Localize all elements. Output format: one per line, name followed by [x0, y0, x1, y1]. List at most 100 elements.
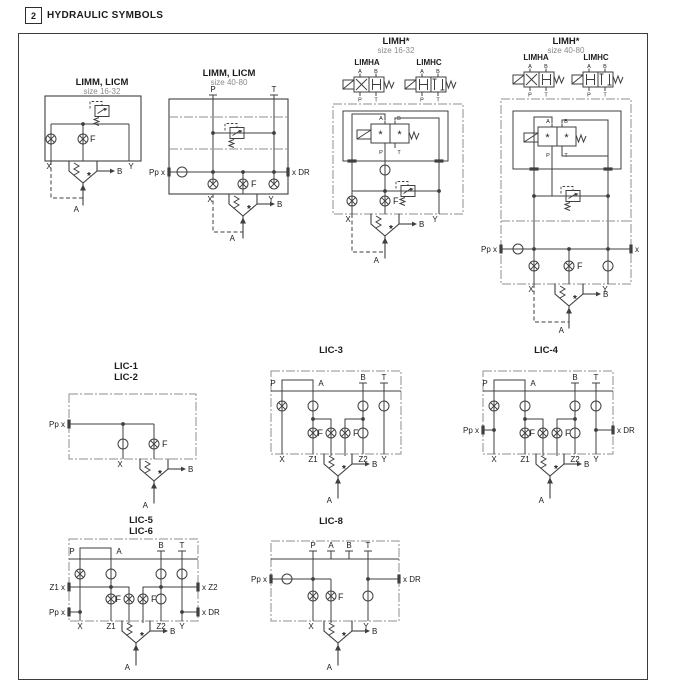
diagram-lic-1-2: LIC-1 LIC-2 Pp x F X B A	[49, 361, 197, 510]
port-label-p: P	[310, 541, 315, 550]
port-label-z1: Z1	[520, 455, 530, 464]
pilot-valve-icon	[523, 118, 587, 160]
diagram-title: LIMM, LICM	[76, 77, 129, 88]
port-label-y: Y	[593, 455, 599, 464]
port-tick	[196, 607, 200, 617]
port-label-f: F	[116, 594, 122, 604]
diagram-title: LIC-5	[129, 515, 153, 526]
port-label-pp: Pp x	[149, 168, 165, 177]
port-label-a: A	[116, 547, 122, 556]
port-label-y: Y	[432, 215, 438, 224]
port-label-f: F	[90, 134, 96, 144]
passage-tick	[603, 167, 613, 171]
port-tick	[570, 382, 580, 392]
passage-tick	[529, 167, 539, 171]
port-label-f: F	[577, 261, 583, 271]
manifold-block	[67, 538, 200, 623]
solenoid-valve-limha-icon	[342, 68, 395, 104]
port-tick	[481, 425, 485, 435]
diagram-subtitle: size 40-80	[211, 78, 248, 87]
port-label-x: X	[308, 622, 314, 631]
port-label-x: X	[117, 460, 123, 469]
port-label-a: A	[559, 326, 565, 335]
port-label-pp: Pp x	[463, 426, 479, 435]
pilot-relief-valve-icon	[224, 123, 245, 148]
port-label-dr: x DR	[617, 426, 635, 435]
diagram-subtitle: size 16-32	[378, 46, 415, 55]
manifold-block	[270, 370, 402, 456]
diagram-lic-3: LIC-3 P A B T	[270, 345, 402, 505]
manifold-block	[167, 98, 290, 195]
port-label-x: X	[345, 215, 351, 224]
port-label-t: T	[272, 85, 277, 94]
symbols-frame: * A B	[18, 33, 648, 680]
port-label-b: B	[158, 541, 163, 550]
port-label-a: A	[74, 205, 80, 214]
port-tick	[379, 382, 389, 392]
pilot-dashed-line	[533, 284, 569, 323]
port-tick	[591, 382, 601, 392]
port-label-z1: Z1	[106, 622, 116, 631]
poppet-cartridge-icon	[370, 213, 418, 259]
port-label-y: Y	[268, 195, 274, 204]
diagram-limm-licm-16-32: LIMM, LICM size 16-32 F X Y B A	[44, 77, 142, 214]
port-label-f2: F	[353, 428, 359, 438]
port-label-a: A	[328, 541, 334, 550]
diagram-lic-4: LIC-4	[463, 345, 635, 505]
port-label-z1-side: Z1 x	[49, 583, 65, 592]
diagram-lic-8: LIC-8 P A B T Pp x x DR	[251, 516, 421, 672]
passage-tick	[434, 159, 444, 163]
variant-label-limhc: LIMHC	[583, 53, 609, 62]
port-label-p: P	[270, 379, 275, 388]
port-label-f: F	[338, 592, 344, 602]
diagram-limm-licm-40-80: LIMM, LICM size 40-80 P T Pp x x D	[149, 68, 310, 243]
port-tick	[308, 550, 318, 560]
variant-label-limha: LIMHA	[354, 58, 380, 67]
diagram-subtitle: size 40-80	[548, 46, 585, 55]
port-label-y: Y	[363, 622, 369, 631]
port-label-p: P	[69, 547, 74, 556]
port-label-t: T	[180, 541, 185, 550]
port-label-a: A	[530, 379, 536, 388]
port-tick	[611, 425, 615, 435]
diagram-lic-5-6: LIC-5 LIC-6	[49, 515, 220, 672]
pilot-relief-valve-icon	[89, 101, 110, 126]
port-label-z2: Z2	[570, 455, 580, 464]
solenoid-valve-limhc-icon	[404, 68, 457, 104]
schematics-canvas: * A B	[44, 36, 639, 672]
diagram-title: LIMM, LICM	[203, 68, 256, 79]
port-label-y: Y	[381, 455, 387, 464]
diagram-title: LIC-1	[114, 361, 138, 372]
port-tick	[167, 167, 171, 177]
section-number-box: 2	[25, 7, 42, 24]
manifold-block	[67, 393, 197, 460]
port-label-t: T	[382, 373, 387, 382]
manifold-block	[44, 95, 142, 162]
variant-label-limhc: LIMHC	[416, 58, 442, 67]
port-label-b: B	[117, 167, 122, 176]
port-label-f: F	[318, 428, 324, 438]
port-label-y: Y	[128, 162, 134, 171]
port-label-b: B	[603, 290, 608, 299]
manifold-block	[269, 540, 401, 623]
port-tick	[358, 382, 368, 392]
port-label-p: P	[482, 379, 487, 388]
manifold-block	[481, 370, 615, 456]
solenoid-valve-limhc-icon	[571, 63, 624, 99]
port-label-a-in: A	[327, 496, 333, 505]
diagram-subtitle: size 16-32	[84, 87, 121, 96]
section-number: 2	[30, 10, 36, 21]
diagram-title-2: LIC-2	[114, 372, 138, 383]
port-label-a: A	[318, 379, 324, 388]
port-label-x: X	[77, 622, 83, 631]
port-label-z2: Z2	[156, 622, 166, 631]
port-tick	[499, 244, 503, 254]
port-label-b: B	[360, 373, 365, 382]
port-label-t: T	[594, 373, 599, 382]
port-label-b-out: B	[584, 460, 589, 469]
port-label-a: A	[230, 234, 236, 243]
port-label-pp: Pp x	[481, 245, 497, 254]
port-label-f2: F	[565, 428, 571, 438]
port-tick	[286, 167, 290, 177]
